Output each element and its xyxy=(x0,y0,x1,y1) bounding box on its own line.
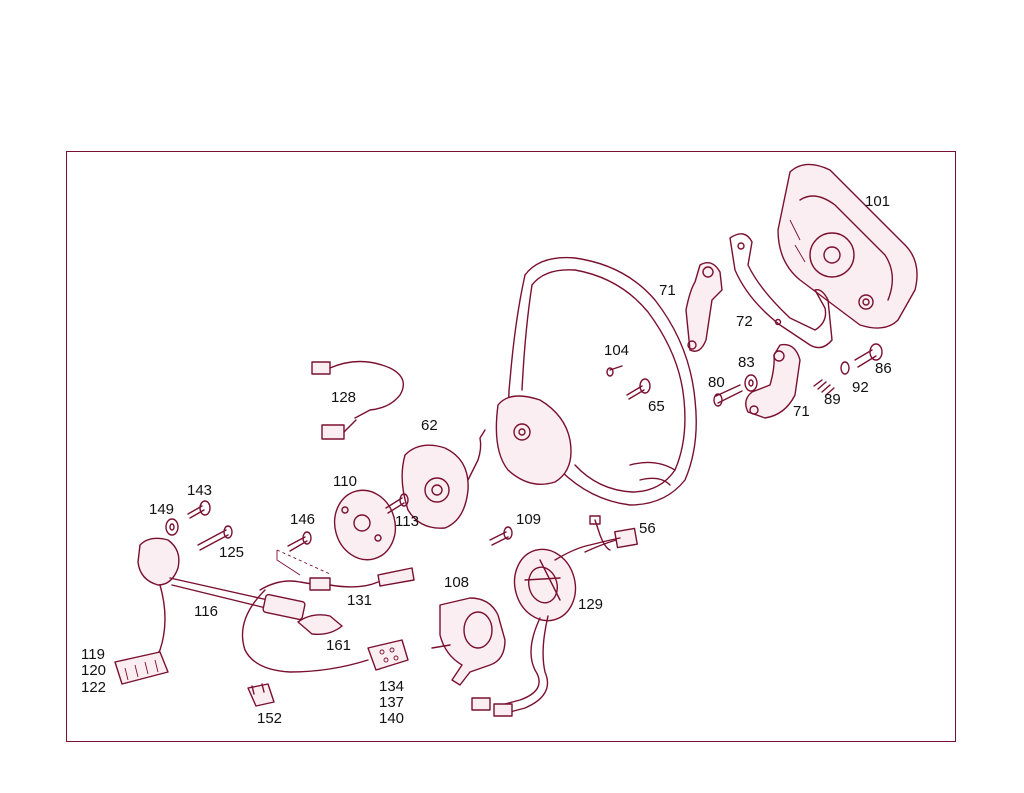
disc-110-part xyxy=(333,489,397,561)
callout-110: 110 xyxy=(333,473,357,490)
cover-161-part xyxy=(297,614,343,636)
clock-spring-129-part xyxy=(471,537,621,717)
cable-128-part xyxy=(311,360,404,440)
switch-module-134-137-140-part xyxy=(367,639,409,671)
callout-161: 161 xyxy=(326,637,351,654)
callout-113: 113 xyxy=(395,513,419,530)
callout-108: 108 xyxy=(444,574,469,591)
callout-149: 149 xyxy=(149,501,174,518)
screw-113-part xyxy=(385,493,409,514)
callout-146: 146 xyxy=(290,511,315,528)
screw-146-part xyxy=(287,531,312,552)
callout-104: 104 xyxy=(604,342,629,359)
screw-80-part xyxy=(713,384,743,407)
callout-83: 83 xyxy=(738,354,755,371)
screw-65-part xyxy=(626,378,651,400)
combination-switch-116-part xyxy=(137,537,306,669)
callout-119: 119 xyxy=(81,646,105,663)
washer-83-part xyxy=(744,374,758,392)
callout-56: 56 xyxy=(639,520,656,537)
screw-109-part xyxy=(489,526,513,546)
bolt-125-part xyxy=(197,525,233,551)
callout-89: 89 xyxy=(824,391,841,408)
callout-71-upper: 71 xyxy=(659,282,676,299)
steering-wheel-part xyxy=(495,256,697,506)
callout-62: 62 xyxy=(421,417,438,434)
callout-129: 129 xyxy=(578,596,603,613)
bracket-108-part xyxy=(431,597,506,686)
ring-62-part xyxy=(401,429,486,529)
washer-149-part xyxy=(165,518,179,536)
spring-89-part xyxy=(813,379,835,396)
callout-80: 80 xyxy=(708,374,725,391)
screw-143-part xyxy=(187,500,211,519)
callout-128: 128 xyxy=(331,389,356,406)
callout-92: 92 xyxy=(852,379,869,396)
callout-109: 109 xyxy=(516,511,541,528)
airbag-module-part xyxy=(777,163,918,329)
callout-125: 125 xyxy=(219,544,244,561)
contact-plate-71-upper-part xyxy=(685,262,723,352)
callout-116: 116 xyxy=(194,603,218,620)
callout-131: 131 xyxy=(347,592,372,609)
connector-119-120-122-part xyxy=(114,651,169,685)
callout-140: 140 xyxy=(379,710,404,727)
callout-152: 152 xyxy=(257,710,282,727)
clip-152-part xyxy=(247,683,275,707)
callout-120: 120 xyxy=(81,662,106,679)
screw-86-part xyxy=(854,343,883,368)
callout-134: 134 xyxy=(379,678,404,695)
washer-92-part xyxy=(840,361,850,375)
callout-143: 143 xyxy=(187,482,212,499)
bracket-72-part xyxy=(729,233,833,349)
cable-131-part xyxy=(241,567,415,673)
callout-122: 122 xyxy=(81,679,106,696)
callout-137: 137 xyxy=(379,694,404,711)
screw-104-part xyxy=(606,365,623,377)
callout-65: 65 xyxy=(648,398,665,415)
callout-101: 101 xyxy=(865,193,890,210)
callout-72: 72 xyxy=(736,313,753,330)
callout-71-lower: 71 xyxy=(793,403,810,420)
connector-56-part xyxy=(584,515,638,553)
callout-86: 86 xyxy=(875,360,892,377)
callout-labels: 101 71 72 104 83 86 80 92 65 89 71 128 6… xyxy=(81,193,892,727)
contact-plate-71-lower-part xyxy=(745,343,801,419)
